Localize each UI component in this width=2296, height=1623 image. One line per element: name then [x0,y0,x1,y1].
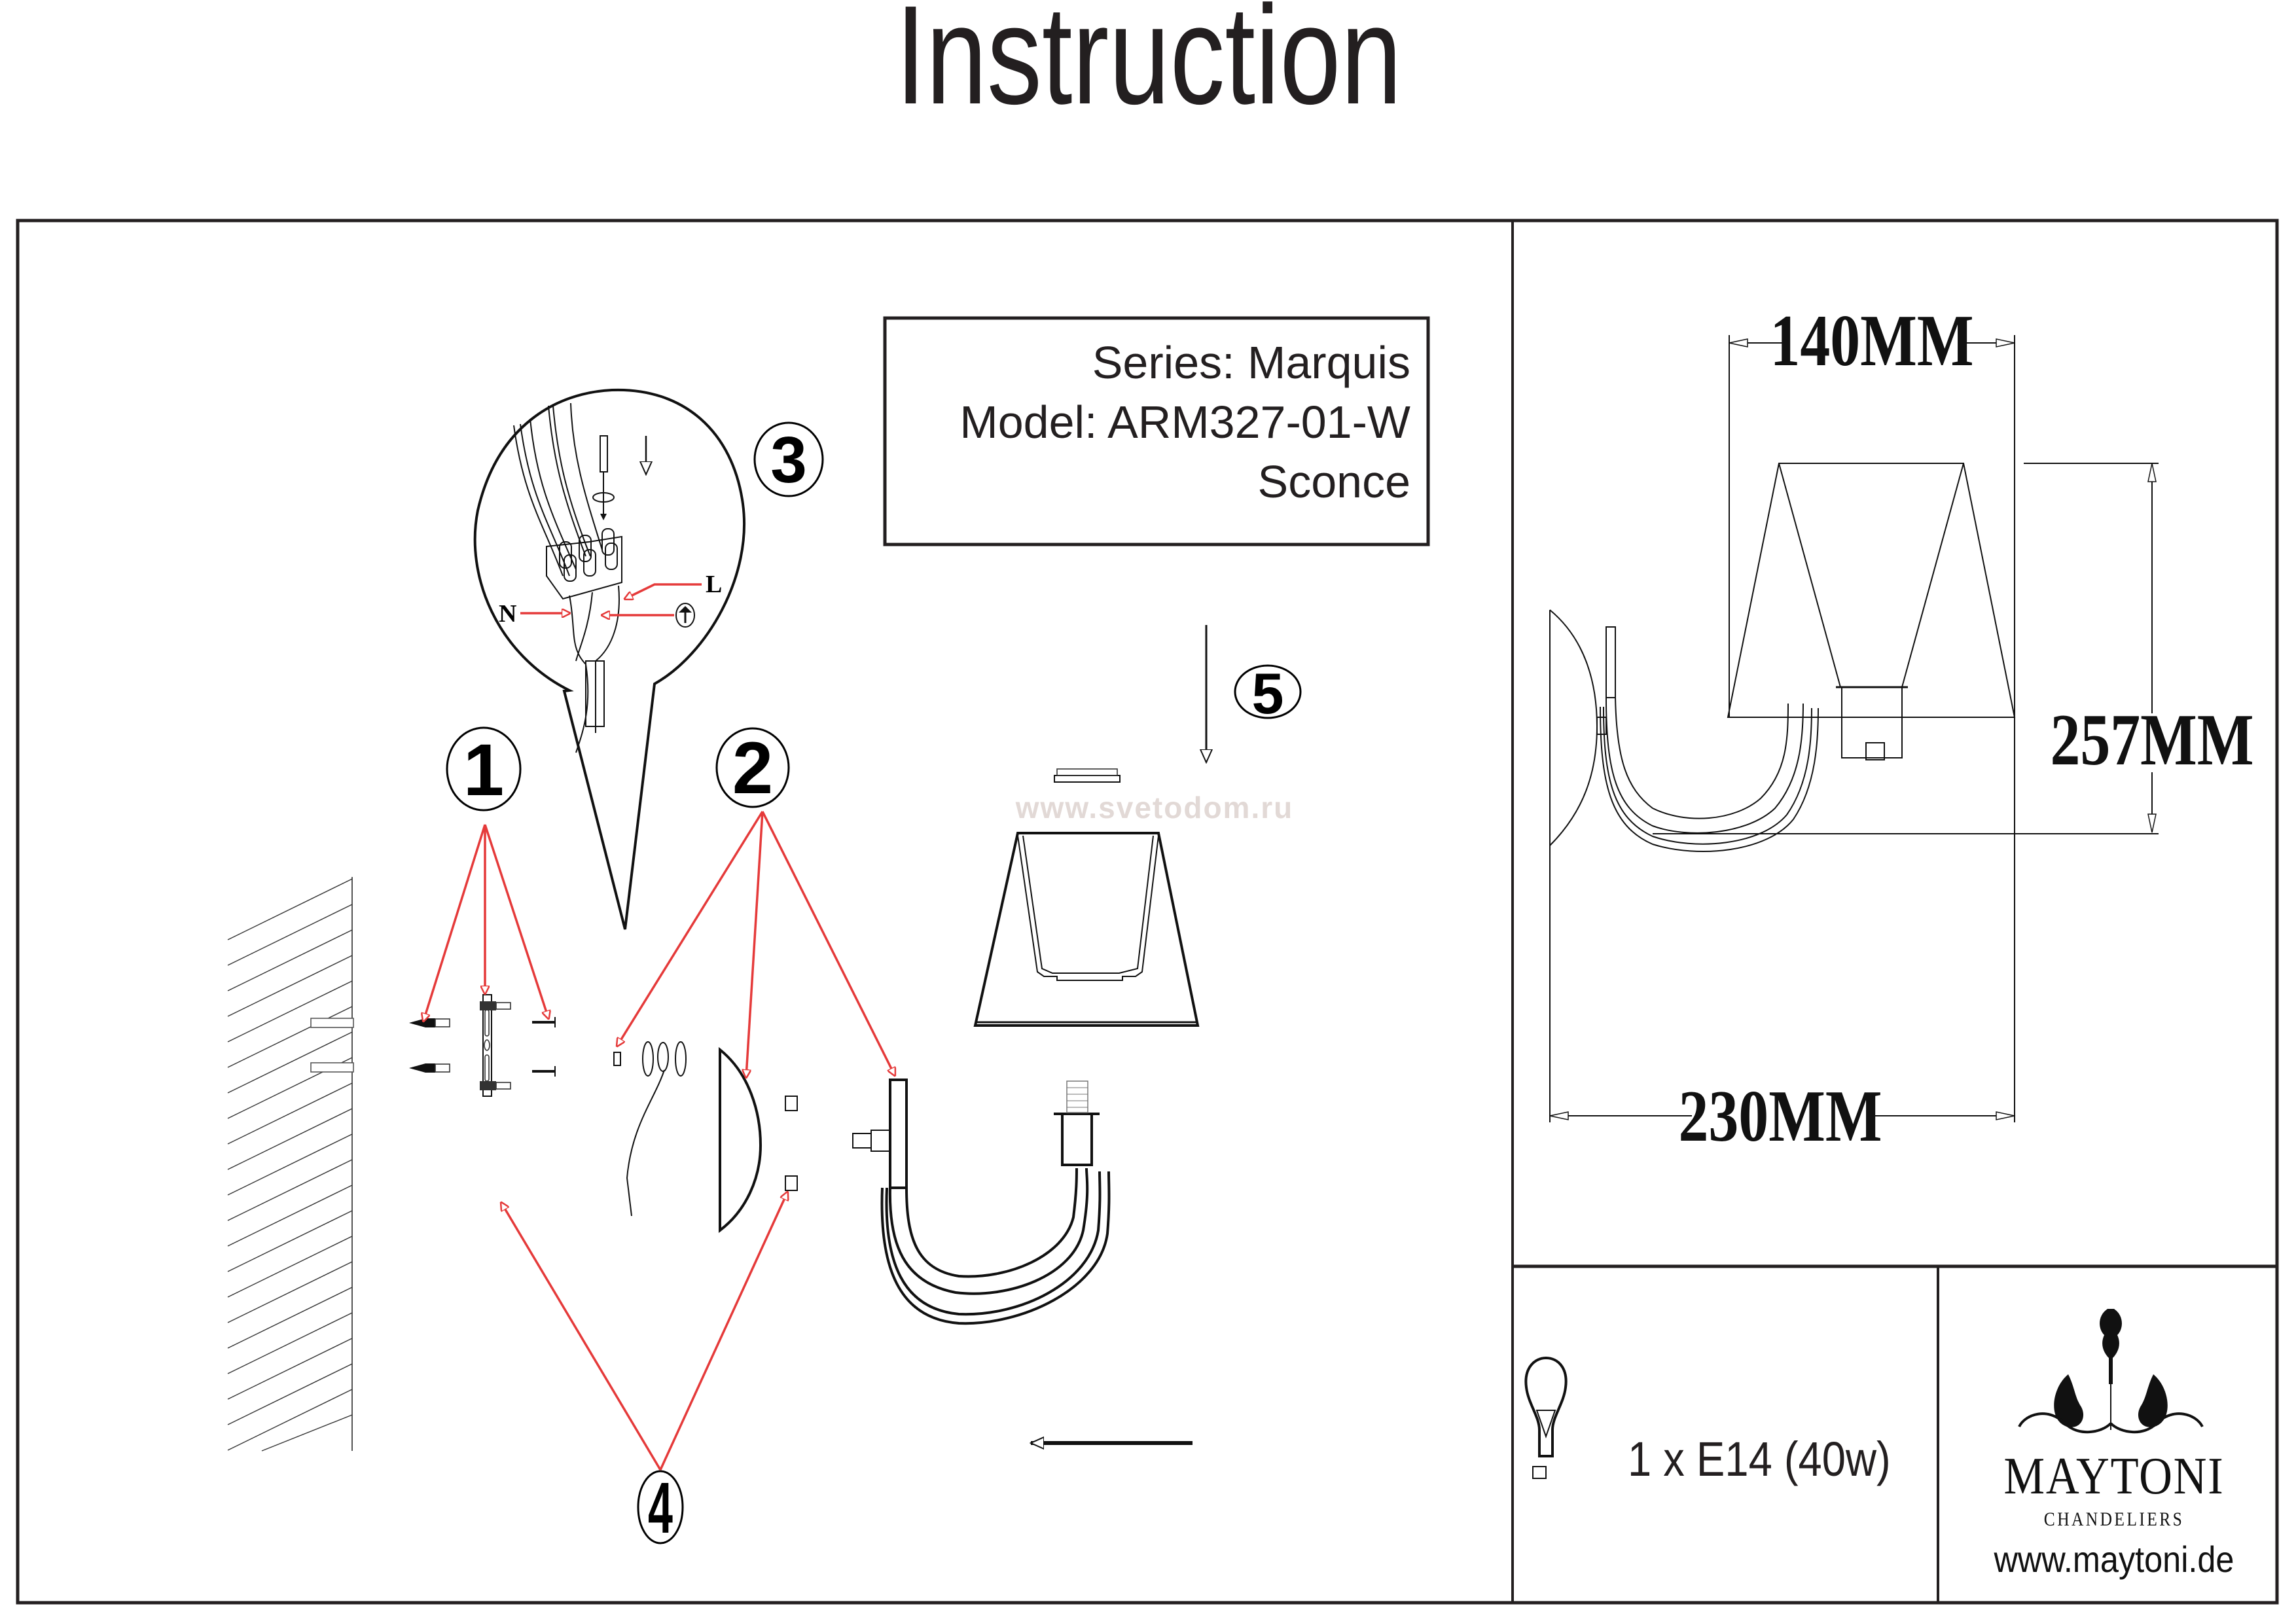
series-label: Series: Marquis [1092,337,1410,388]
terminal-block-icon [546,528,622,600]
brand-name: MAYTONI [2004,1448,2225,1505]
step-2-badge: 2 [715,727,790,809]
svg-text:4: 4 [648,1468,673,1548]
sconce-arm [852,1079,1111,1325]
sheet-frame [16,219,2279,1605]
depth-dimension: 230MM [1678,1077,1882,1158]
step-1-badge: 1 [446,726,522,812]
earth-ground-icon [675,603,695,628]
model-label: Model: ARM327-01-W [960,397,1410,448]
brand-website-link[interactable]: www.maytoni.de [1994,1540,2234,1580]
svg-text:3: 3 [770,423,807,497]
svg-text:2: 2 [732,727,773,809]
svg-text:1: 1 [463,729,504,811]
step-4-callouts [501,1192,787,1471]
step-5-badge: 5 [1234,661,1302,726]
dimension-drawing: 140MM 257MM 230MM [1549,301,2254,1158]
page-title: Instruction [895,0,1402,134]
svg-text:5: 5 [1252,661,1284,726]
step-1-callouts [423,824,548,1021]
neutral-wire-label: N [499,600,516,628]
lamp-shade [973,832,1200,1027]
wiring-detail: N L [473,388,745,930]
live-wire-label: L [706,571,722,598]
mounting-bracket [480,994,511,1097]
light-bulb-icon [1524,1356,1568,1479]
bulb-spec-text: 1 x E14 (40w) [1628,1432,1891,1486]
bulb-spec: 1 x E14 (40w) [1524,1356,1891,1486]
wall-screws [532,1017,556,1077]
wall-anchors [409,1018,450,1073]
type-label: Sconce [1258,456,1410,507]
step-4-badge: 4 [637,1468,684,1548]
brand-tagline: CHANDELIERS [2044,1508,2184,1530]
product-info-box: Series: Marquis Model: ARM327-01-W Sconc… [883,316,1430,546]
screwdriver-icon [592,435,615,520]
shade-width-dimension: 140MM [1770,301,1973,382]
canopy-parts [613,1041,798,1234]
step-2-callouts [617,811,895,1077]
wall-hatch [227,877,354,1452]
watermark: www.svetodom.ru [1015,791,1293,825]
chandelier-emblem-icon [2018,1309,2204,1434]
step-3-badge: 3 [753,421,824,497]
brand-logo: MAYTONI CHANDELIERS www.maytoni.de [1994,1309,2234,1580]
height-dimension: 257MM [2050,700,2253,781]
shade-ring [1054,768,1121,783]
